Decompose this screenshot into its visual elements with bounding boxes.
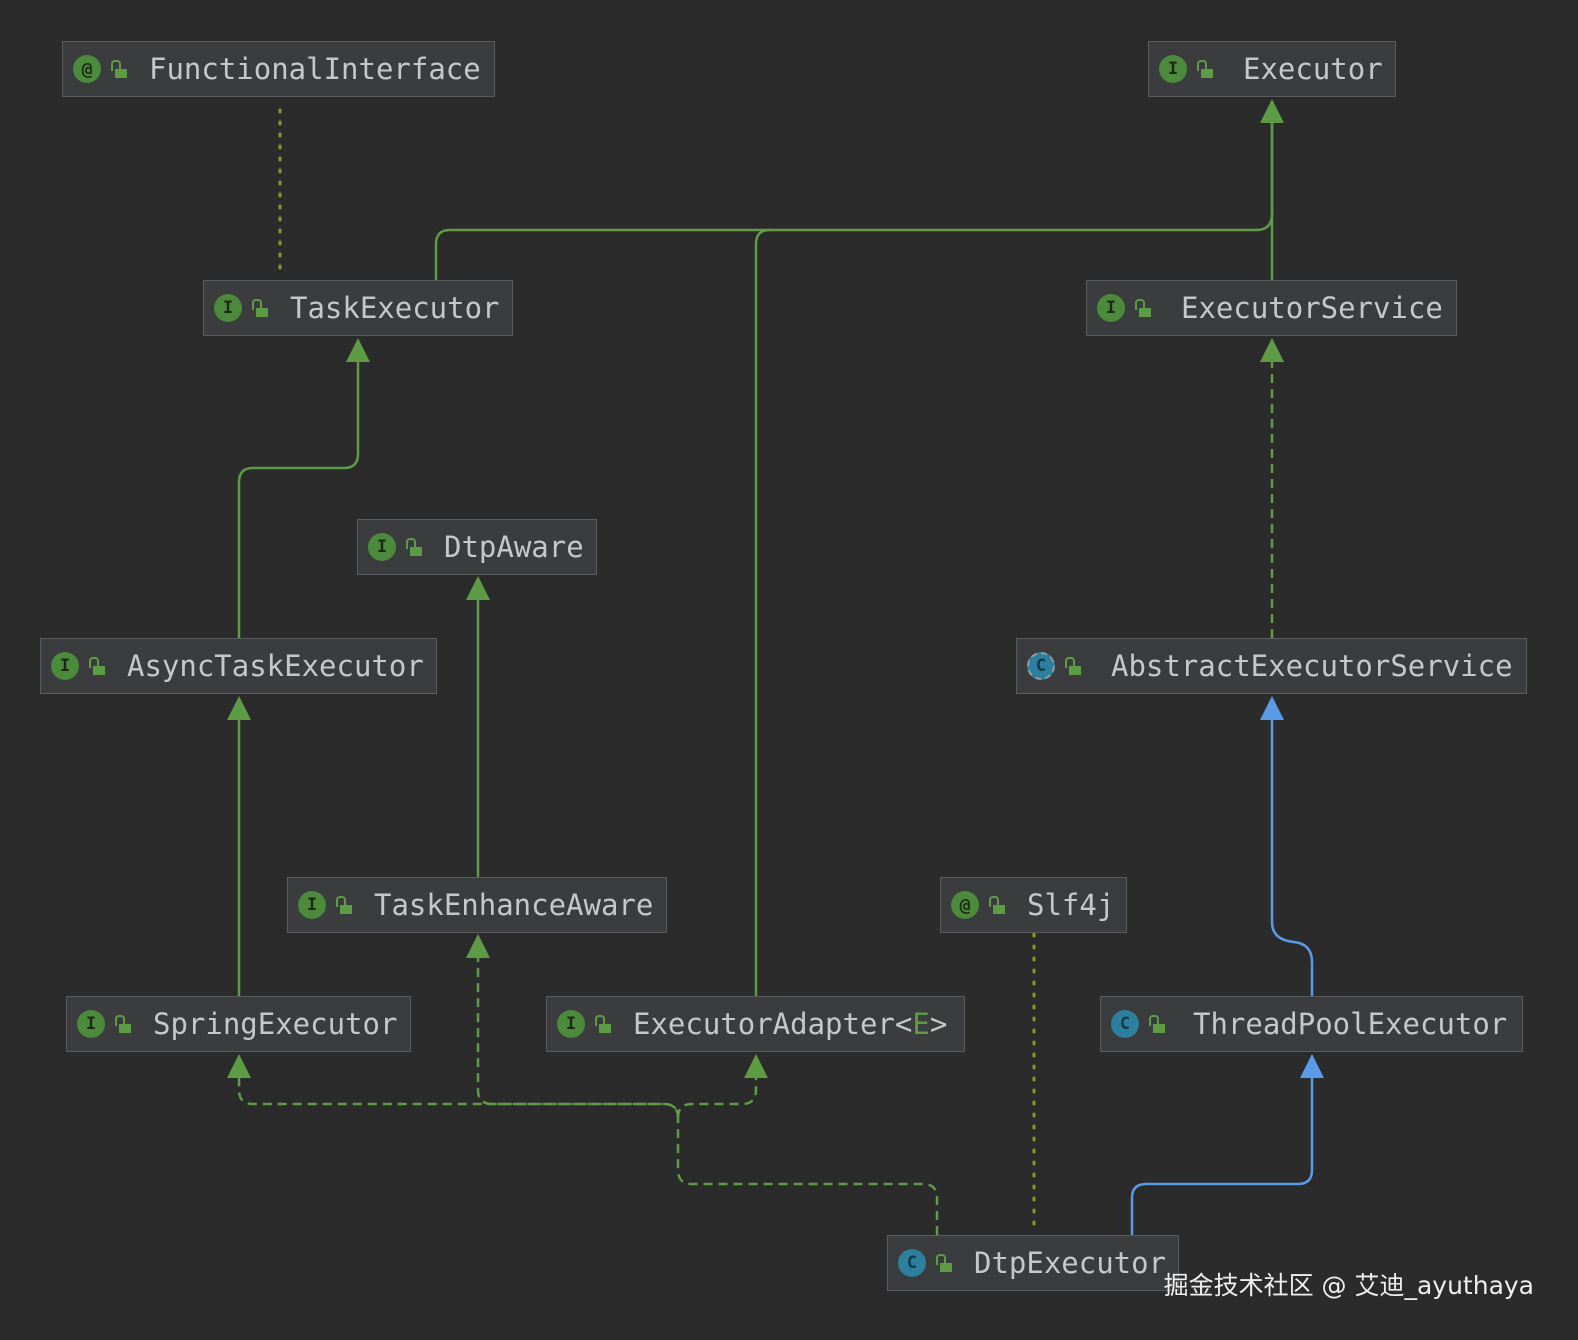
type-parameter: E [912,1007,930,1041]
edge-dtpexecutor-springexecutor-arrowhead [227,1054,251,1078]
node-TaskEnhanceAware[interactable]: I TaskEnhanceAware [287,877,667,933]
node-FunctionalInterface[interactable]: @ FunctionalInterface [62,41,495,97]
edge-abstractexecutorservice-executorservice-arrowhead [1260,338,1284,362]
node-label: TaskEnhanceAware [374,888,654,922]
public-lock-icon [115,1015,131,1033]
edge-taskenhanceaware-dtpaware-arrowhead [466,576,490,600]
node-ThreadPoolExecutor[interactable]: C ThreadPoolExecutor [1100,996,1523,1052]
edge-asynctaskexecutor-taskexecutor [237,360,360,638]
public-lock-icon [1197,60,1213,78]
edge-dtpexecutor-threadpoolexecutor-arrowhead [1300,1054,1324,1078]
public-lock-icon [89,657,105,675]
public-lock-icon [1065,657,1081,675]
watermark: 掘金技术社区 @ 艾迪_ayuthaya [1163,1271,1534,1300]
edge-dtpexecutor-taskenhanceaware [476,956,680,1119]
interface-icon: I [51,652,79,680]
node-AbstractExecutorService[interactable]: C AbstractExecutorService [1016,638,1527,694]
node-label: ExecutorService [1181,291,1443,325]
node-DtpExecutor[interactable]: C DtpExecutor [887,1235,1179,1291]
edge-executoradapter-executor [754,228,771,996]
node-ExecutorService[interactable]: I ExecutorService [1086,280,1457,336]
node-label: DtpExecutor [974,1246,1167,1280]
node-label: ThreadPoolExecutor [1193,1007,1508,1041]
node-label: TaskExecutor [290,291,500,325]
edge-dtpexecutor-executoradapter-arrowhead [744,1054,768,1078]
node-label: FunctionalInterface [149,52,481,86]
public-lock-icon [595,1015,611,1033]
node-TaskExecutor[interactable]: I TaskExecutor [203,280,513,336]
node-Slf4j[interactable]: @ Slf4j [940,877,1127,933]
public-lock-icon [406,538,422,556]
public-lock-icon [936,1254,952,1272]
interface-icon: I [1159,55,1187,83]
node-label: DtpAware [444,530,584,564]
node-label: SpringExecutor [153,1007,398,1041]
edge-executorservice-executor-arrowhead [1260,99,1284,123]
interface-icon: I [1097,294,1125,322]
public-lock-icon [111,60,127,78]
interface-icon: I [214,294,242,322]
node-DtpAware[interactable]: I DtpAware [357,519,597,575]
edge-asynctaskexecutor-taskexecutor-arrowhead [346,338,370,362]
class-icon: C [898,1249,926,1277]
edge-springexecutor-asynctaskexecutor-arrowhead [227,696,251,720]
edge-dtpexecutor-springexecutor [237,1076,939,1235]
interface-icon: I [368,533,396,561]
edge-threadpoolexecutor-abstractexecutorservice [1270,718,1314,996]
node-SpringExecutor[interactable]: I SpringExecutor [66,996,411,1052]
annotation-icon: @ [73,55,101,83]
annotation-icon: @ [951,891,979,919]
node-label: AsyncTaskExecutor [127,649,424,683]
public-lock-icon [989,896,1005,914]
edge-dtpexecutor-executoradapter [676,1076,758,1119]
public-lock-icon [1149,1015,1165,1033]
interface-icon: I [298,891,326,919]
node-label: Slf4j [1027,888,1115,922]
abstract-class-icon: C [1027,652,1055,680]
public-lock-icon [252,299,268,317]
node-label-name: ExecutorAdapter [633,1007,895,1041]
public-lock-icon [1135,299,1151,317]
edge-taskexecutor-executor [434,120,1274,280]
node-AsyncTaskExecutor[interactable]: I AsyncTaskExecutor [40,638,437,694]
interface-icon: I [557,1010,585,1038]
node-label: ExecutorAdapter<E> [633,1007,948,1041]
node-Executor[interactable]: I Executor [1148,41,1396,97]
node-ExecutorAdapter[interactable]: I ExecutorAdapter<E> [546,996,965,1052]
edge-threadpoolexecutor-abstractexecutorservice-arrowhead [1260,696,1284,720]
node-label: AbstractExecutorService [1111,649,1513,683]
interface-icon: I [77,1010,105,1038]
edge-dtpexecutor-taskenhanceaware-arrowhead [466,934,490,958]
public-lock-icon [336,896,352,914]
class-icon: C [1111,1010,1139,1038]
node-label: Executor [1243,52,1383,86]
edge-dtpexecutor-threadpoolexecutor [1130,1076,1314,1235]
